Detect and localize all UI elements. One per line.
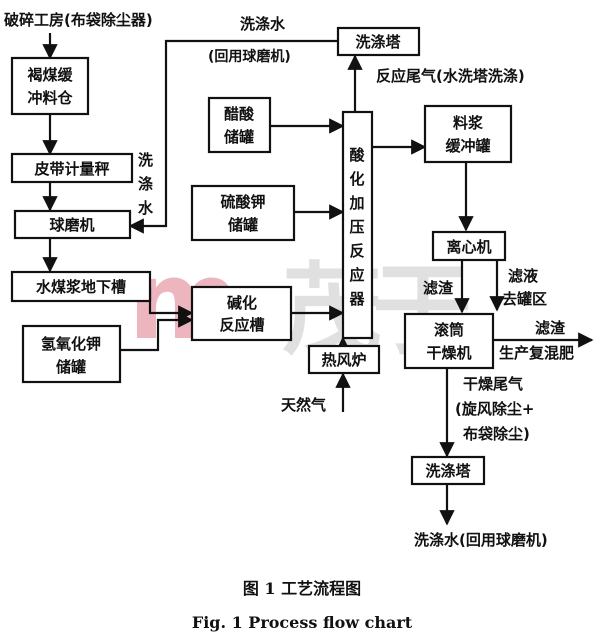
node-ball-mill: 球磨机 <box>13 209 132 240</box>
label-wash-water-top: 洗涤水 <box>240 15 286 33</box>
node-acid-reactor-char5: 反 <box>349 242 364 260</box>
node-ball-mill-label: 球磨机 <box>49 216 94 234</box>
label-to-tank-area: 去罐区 <box>502 290 547 308</box>
node-hot-air-furnace: 热风炉 <box>307 344 381 375</box>
node-slurry-tank: 水煤浆地下槽 <box>10 270 152 303</box>
label-filter-residue-right: 滤渣 <box>535 319 566 337</box>
node-wash-tower-top: 洗涤塔 <box>336 26 421 57</box>
label-wash-water-v3: 水 <box>138 199 154 217</box>
node-slurry-buffer-line2: 缓冲罐 <box>445 137 490 155</box>
flow-lines <box>42 33 594 526</box>
node-slurry-buffer-line1: 料浆 <box>453 114 484 132</box>
node-acid-reactor-char6: 应 <box>349 266 364 284</box>
label-reaction-tail-gas: 反应尾气(水洗塔洗涤) <box>376 67 525 85</box>
node-k2so4-tank: 硫酸钾 储罐 <box>190 184 296 242</box>
node-koh-tank-line1: 氢氧化钾 <box>41 335 101 353</box>
node-alkali-reactor-line1: 碱化 <box>227 294 257 312</box>
node-koh-tank-line2: 储罐 <box>56 358 86 376</box>
node-acetic-tank-line1: 醋酸 <box>224 105 255 123</box>
label-bag-dust: 布袋除尘) <box>463 425 530 443</box>
label-compound-fertilizer: 生产复混肥 <box>499 344 574 362</box>
node-drum-dryer-line1: 滚筒 <box>434 321 464 339</box>
label-wash-water-v1: 洗 <box>138 151 153 169</box>
node-wash-tower-bottom: 洗涤塔 <box>410 455 486 486</box>
node-wash-tower-bottom-label: 洗涤塔 <box>425 462 471 480</box>
node-acid-reactor-char2: 化 <box>349 170 364 188</box>
node-slurry-buffer-tank: 料浆 缓冲罐 <box>423 104 513 164</box>
node-acetic-tank: 醋酸 储罐 <box>207 96 272 154</box>
node-drum-dryer: 滚筒 干燥机 <box>403 312 495 370</box>
node-drum-dryer-line2: 干燥机 <box>426 344 471 362</box>
node-acid-reactor-char4: 压 <box>349 218 364 236</box>
caption-chinese: 图 1 工艺流程图 <box>243 579 361 598</box>
node-k2so4-tank-line1: 硫酸钾 <box>220 193 265 211</box>
label-cyclone-bag: (旋风除尘+ <box>455 400 534 418</box>
node-alkali-reactor: 碱化 反应槽 <box>190 285 293 342</box>
node-centrifuge-label: 离心机 <box>446 238 491 256</box>
flow-washwater-to-mill <box>128 39 338 234</box>
node-hot-air-furnace-label: 热风炉 <box>321 351 366 369</box>
label-wash-water-bottom: 洗涤水(回用球磨机) <box>414 531 548 549</box>
node-slurry-tank-label: 水煤浆地下槽 <box>36 278 126 296</box>
flow-koh-to-alkali <box>120 312 194 352</box>
node-belt-scale-label: 皮带计量秤 <box>34 160 109 178</box>
caption-english: Fig. 1 Process flow chart <box>192 613 413 632</box>
label-filtrate: 滤液 <box>508 267 539 285</box>
node-coal-buffer-line1: 褐煤缓 <box>26 66 73 84</box>
label-filter-residue-left: 滤渣 <box>423 279 454 297</box>
label-return-mill-top: (回用球磨机) <box>208 48 291 65</box>
label-dry-tail-gas: 干燥尾气 <box>463 375 523 393</box>
label-natural-gas: 天然气 <box>281 396 326 414</box>
node-wash-tower-top-label: 洗涤塔 <box>355 33 401 51</box>
node-acetic-tank-line2: 储罐 <box>224 128 254 146</box>
node-belt-scale: 皮带计量秤 <box>10 152 134 184</box>
node-acid-reactor-char1: 酸 <box>349 146 365 164</box>
node-coal-buffer-line2: 冲料仓 <box>27 89 73 107</box>
node-acid-pressure-reactor: 酸 化 加 压 反 应 器 <box>341 110 374 340</box>
node-koh-tank: 氢氧化钾 储罐 <box>21 324 122 384</box>
node-k2so4-tank-line2: 储罐 <box>228 216 258 234</box>
label-crush-room: 破碎工房(布袋除尘器) <box>4 11 153 29</box>
node-alkali-reactor-line2: 反应槽 <box>219 316 264 334</box>
label-wash-water-v2: 涤 <box>138 175 153 193</box>
node-centrifuge: 离心机 <box>431 230 507 262</box>
node-acid-reactor-char3: 加 <box>348 194 364 212</box>
node-coal-buffer-bin: 褐煤缓 冲料仓 <box>10 56 90 116</box>
node-acid-reactor-char7: 器 <box>348 290 365 308</box>
